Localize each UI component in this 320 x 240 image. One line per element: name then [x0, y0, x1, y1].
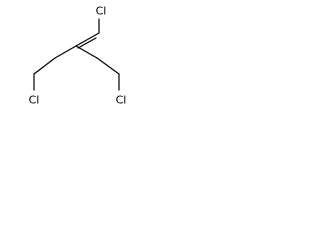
bond-lines	[33, 18, 120, 91]
bond-right-ch2-down	[96, 57, 120, 75]
atom-label-cl-right: Cl	[116, 94, 127, 107]
chemical-structure: Cl Cl Cl	[29, 5, 127, 107]
bond-double-inner	[77, 37, 97, 49]
bond-double-outer	[75, 32, 100, 47]
atom-label-cl-left: Cl	[29, 94, 40, 107]
atom-label-cl-top: Cl	[96, 5, 107, 18]
bond-c-right-ch2	[75, 45, 98, 59]
bond-c-left-ch2	[54, 45, 77, 59]
bond-left-ch2-down	[33, 57, 56, 75]
